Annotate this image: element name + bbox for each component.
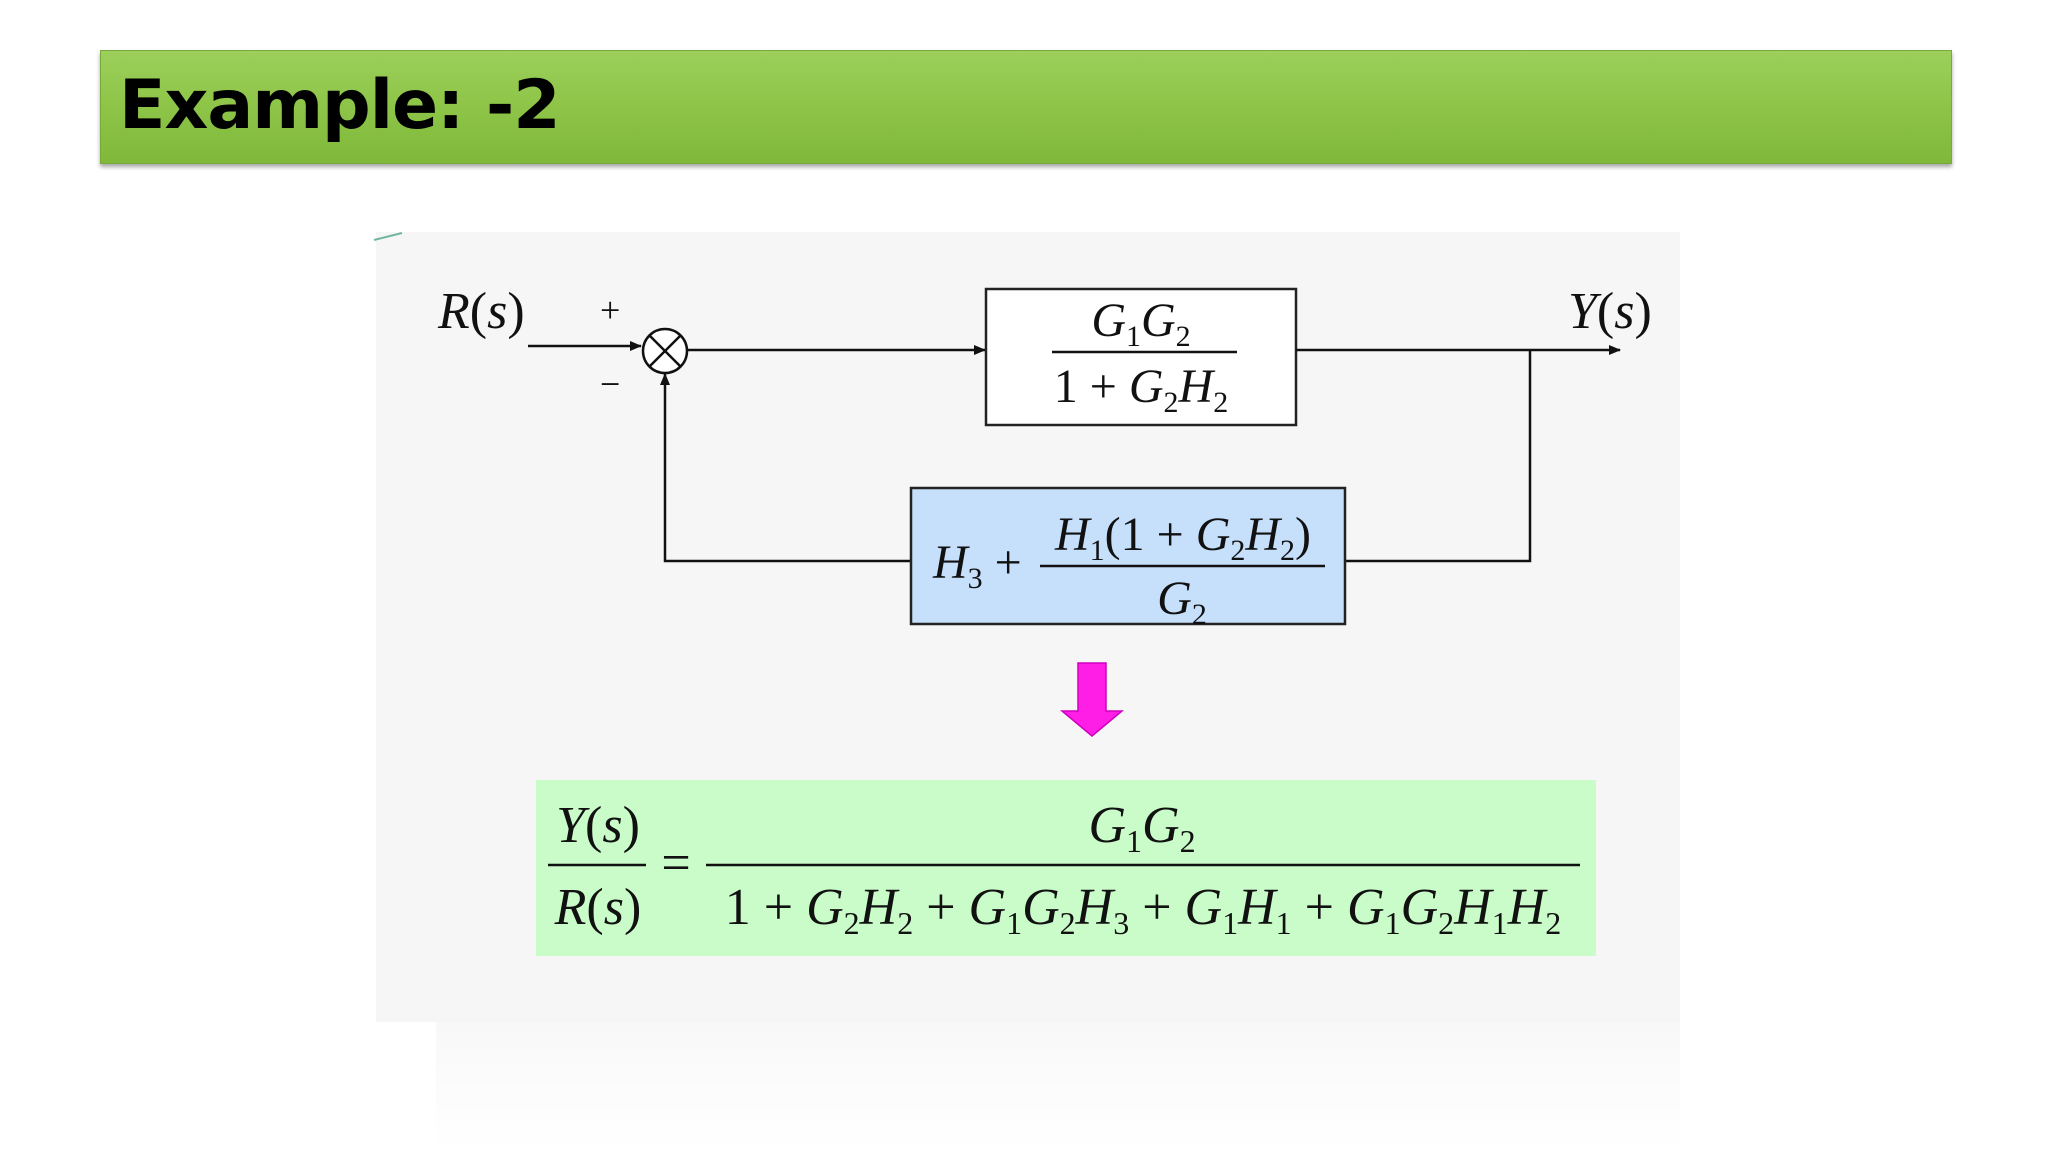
plus-sign: + <box>600 290 620 330</box>
title-bar: Example: -2 <box>100 50 1952 164</box>
forward-block: G1G2 1 + G2H2 <box>984 287 1298 427</box>
slide-title: Example: -2 <box>119 66 561 145</box>
summing-junction <box>641 327 689 375</box>
feedback-line-right <box>1345 350 1532 563</box>
result-box: Y(s) R(s) = G1G2 1 + G2H2 + G1G2H3 + G1H… <box>536 780 1596 956</box>
down-arrow-icon <box>1059 662 1125 737</box>
input-label: R(s) <box>437 283 525 340</box>
result-rhs-denominator: 1 + G2H2 + G1G2H3 + G1H1 + G1G2H1H2 <box>725 879 1562 941</box>
output-label: Y(s) <box>1568 283 1652 340</box>
forward-numerator: G1G2 <box>1091 294 1190 353</box>
panel-shadow <box>436 1022 1680 1152</box>
minus-sign: − <box>600 364 620 404</box>
result-lhs-denominator: R(s) <box>554 879 642 936</box>
forward-denominator: 1 + G2H2 <box>1054 360 1228 419</box>
result-rhs-numerator: G1G2 <box>1088 797 1195 859</box>
result-lhs-numerator: Y(s) <box>556 797 640 854</box>
input-label-group: R(s) <box>437 283 525 340</box>
feedback-line-left <box>660 373 911 563</box>
feedback-denominator: G2 <box>1157 572 1207 631</box>
feedback-numerator: H1(1 + G2H2) <box>1054 508 1311 567</box>
feedback-term: H3 + <box>932 536 1022 595</box>
result-equals: = <box>661 835 690 892</box>
feedback-block: H3 + H1(1 + G2H2) G2 <box>909 486 1347 631</box>
corner-mark <box>373 232 403 241</box>
